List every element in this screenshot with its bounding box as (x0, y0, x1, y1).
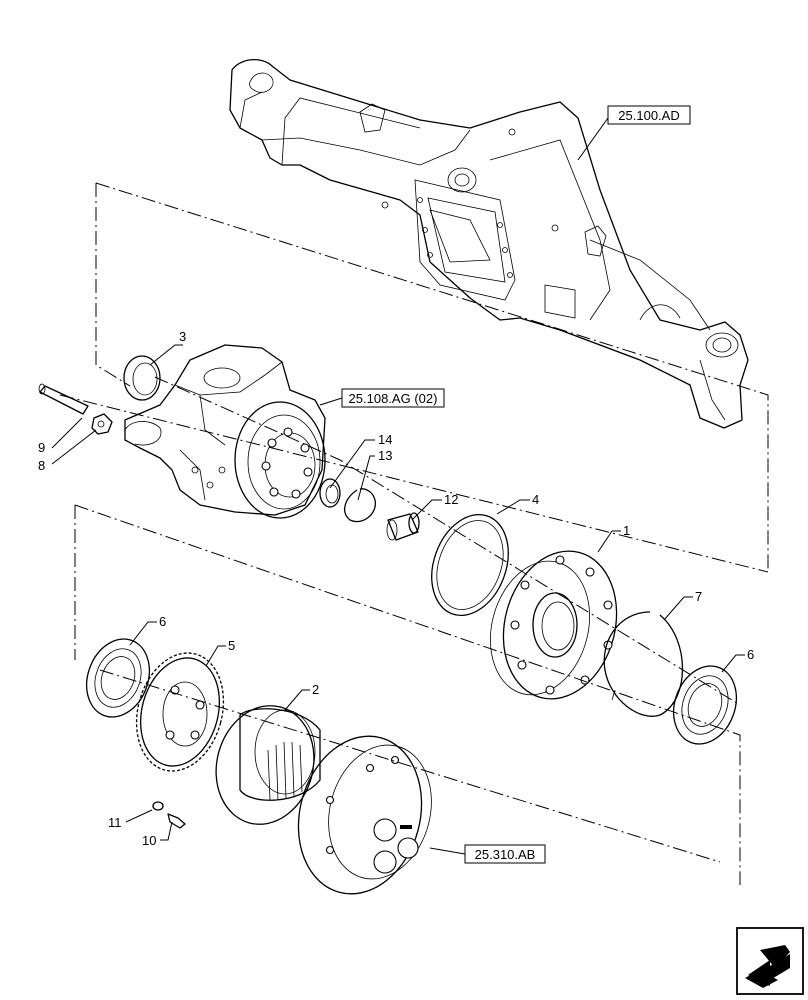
assembly-dash-lines (59, 182, 769, 885)
svg-text:25.310.AB: 25.310.AB (475, 847, 536, 862)
callout-8: 8 (38, 458, 45, 473)
svg-text:25.100.AD: 25.100.AD (618, 108, 679, 123)
part-9-pin (38, 383, 89, 415)
ref-box-axle-housing[interactable]: 25.100.AD (607, 105, 691, 125)
callout-13: 13 (378, 448, 392, 463)
callout-14: 14 (378, 432, 392, 447)
callout-5: 5 (228, 638, 235, 653)
steering-knuckle (124, 344, 326, 519)
callout-11: 11 (108, 815, 122, 830)
ref-box-planetary-carrier[interactable]: 25.310.AB (464, 844, 546, 864)
next-page-arrow-icon[interactable] (736, 927, 804, 997)
callout-1: 1 (623, 523, 630, 538)
callout-6-right: 6 (747, 647, 754, 662)
part-11-washer (152, 801, 164, 811)
part-4-o-ring (431, 513, 509, 617)
part-8-nut (91, 413, 113, 435)
part-14-bearing (319, 478, 341, 508)
part-10-bolt (167, 813, 186, 829)
part-6-bearing-right (673, 665, 737, 745)
part-6-bearing-left (86, 638, 150, 718)
callout-10: 10 (142, 833, 156, 848)
svg-text:25.108.AG (02): 25.108.AG (02) (349, 391, 438, 406)
callout-9: 9 (38, 440, 45, 455)
part-7-snap-ring (603, 611, 684, 717)
part-5-gear (135, 652, 225, 772)
callout-2: 2 (312, 682, 319, 697)
callout-7: 7 (695, 589, 702, 604)
part-1-wheel-hub (490, 550, 618, 700)
callout-numbers: 3 9 8 14 13 12 4 1 7 6 6 5 2 11 10 (38, 329, 754, 848)
part-12-bushing (386, 512, 420, 541)
callout-3: 3 (179, 329, 186, 344)
axle-housing (229, 59, 749, 429)
ref-box-steering-knuckle[interactable]: 25.108.AG (02) (341, 388, 445, 408)
callout-12: 12 (444, 492, 458, 507)
callout-4: 4 (532, 492, 539, 507)
callout-6-left: 6 (159, 614, 166, 629)
planetary-carrier (297, 735, 432, 895)
part-13-snap-ring (344, 488, 376, 523)
callout-leaders (51, 117, 745, 855)
part-3-seal (123, 355, 161, 401)
